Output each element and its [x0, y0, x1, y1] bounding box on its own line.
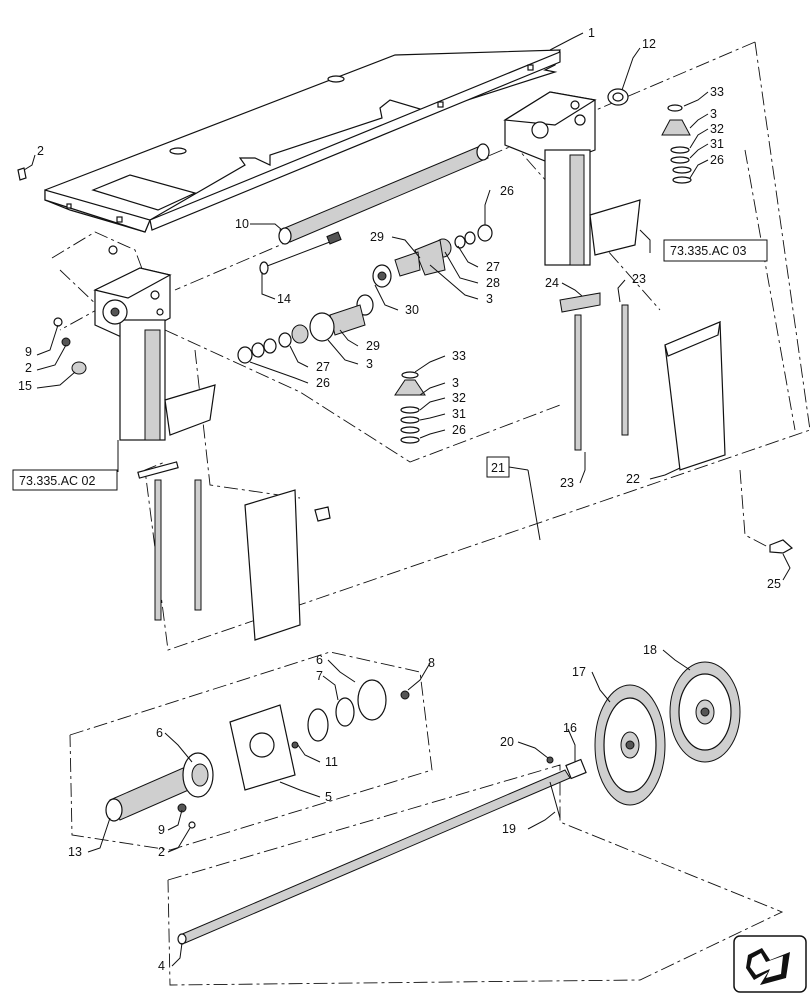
- callout-4[interactable]: 4: [158, 959, 165, 973]
- callout-2[interactable]: 2: [158, 845, 165, 859]
- callout-6[interactable]: 6: [316, 653, 323, 667]
- callout-1[interactable]: 1: [588, 26, 595, 40]
- callout-21[interactable]: 21: [491, 461, 505, 475]
- callout-32[interactable]: 32: [710, 122, 724, 136]
- upper-bevel-gear-set[interactable]: [372, 224, 493, 288]
- tube-part[interactable]: [278, 143, 490, 245]
- callout-12[interactable]: 12: [642, 37, 656, 51]
- reference-left-gearbox[interactable]: 73.335.AC 02: [12, 469, 118, 491]
- callout-22[interactable]: 22: [626, 472, 640, 486]
- leader-lines: [23, 32, 791, 967]
- callout-13[interactable]: 13: [68, 845, 82, 859]
- pulley-18[interactable]: [669, 661, 741, 763]
- drive-shaft-part[interactable]: [259, 231, 342, 275]
- callout-23[interactable]: 23: [560, 476, 574, 490]
- callout-16[interactable]: 16: [563, 721, 577, 735]
- callout-9[interactable]: 9: [158, 823, 165, 837]
- callout-11[interactable]: 11: [325, 755, 338, 769]
- callout-29[interactable]: 29: [366, 339, 380, 353]
- callout-15[interactable]: 15: [18, 379, 32, 393]
- callout-10[interactable]: 10: [235, 217, 249, 231]
- callout-32[interactable]: 32: [452, 391, 466, 405]
- right-gearbox[interactable]: [503, 91, 641, 266]
- callout-18[interactable]: 18: [643, 643, 657, 657]
- callout-3[interactable]: 3: [366, 357, 373, 371]
- callout-29[interactable]: 29: [370, 230, 384, 244]
- callout-33[interactable]: 33: [452, 349, 466, 363]
- callout-30[interactable]: 30: [405, 303, 419, 317]
- callout-24[interactable]: 24: [545, 276, 559, 290]
- callout-28[interactable]: 28: [486, 276, 500, 290]
- callout-25[interactable]: 25: [767, 577, 781, 591]
- callout-26[interactable]: 26: [316, 376, 330, 390]
- callout-3[interactable]: 3: [710, 107, 717, 121]
- callout-7[interactable]: 7: [316, 669, 323, 683]
- callout-9[interactable]: 9: [25, 345, 32, 359]
- callout-6[interactable]: 6: [156, 726, 163, 740]
- callout-3[interactable]: 3: [486, 292, 493, 306]
- right-drive-components[interactable]: [559, 292, 794, 554]
- left-gearbox[interactable]: [93, 267, 216, 441]
- callout-27[interactable]: 27: [316, 360, 330, 374]
- callout-31[interactable]: 31: [452, 407, 466, 421]
- callout-26[interactable]: 26: [710, 153, 724, 167]
- long-shaft-part[interactable]: [177, 756, 587, 945]
- callout-3[interactable]: 3: [452, 376, 459, 390]
- roller-assembly[interactable]: [105, 679, 410, 829]
- left-drive-components[interactable]: [137, 461, 331, 641]
- reference-label-right[interactable]: 73.335.AC 03: [670, 244, 746, 258]
- callout-2[interactable]: 2: [37, 144, 44, 158]
- callout-2[interactable]: 2: [25, 361, 32, 375]
- callout-19[interactable]: 19: [502, 822, 516, 836]
- callout-26[interactable]: 26: [452, 423, 466, 437]
- reference-label-left[interactable]: 73.335.AC 02: [19, 474, 95, 488]
- callout-5[interactable]: 5: [325, 790, 332, 804]
- lower-bevel-gear-set[interactable]: [237, 294, 374, 364]
- callout-26[interactable]: 26: [500, 184, 514, 198]
- callout-8[interactable]: 8: [428, 656, 435, 670]
- center-gear-stack[interactable]: [394, 371, 426, 444]
- callout-23[interactable]: 23: [632, 272, 646, 286]
- callout-21-box[interactable]: 21: [486, 456, 529, 478]
- top-cover-part[interactable]: [44, 49, 561, 233]
- right-gear-stack[interactable]: [661, 104, 692, 184]
- callout-20[interactable]: 20: [500, 735, 514, 749]
- callout-27[interactable]: 27: [486, 260, 500, 274]
- next-page-arrow-icon[interactable]: [733, 935, 807, 993]
- pulley-17[interactable]: [594, 684, 666, 806]
- callout-14[interactable]: 14: [277, 292, 291, 306]
- small-hardware[interactable]: [17, 88, 629, 375]
- callout-numbers: 1 2 9 2 15 10 14 12 33 3 32 31 26 26 29 …: [18, 26, 781, 973]
- reference-right-gearbox[interactable]: 73.335.AC 03: [663, 239, 768, 262]
- callout-33[interactable]: 33: [710, 85, 724, 99]
- callout-17[interactable]: 17: [572, 665, 586, 679]
- callout-31[interactable]: 31: [710, 137, 724, 151]
